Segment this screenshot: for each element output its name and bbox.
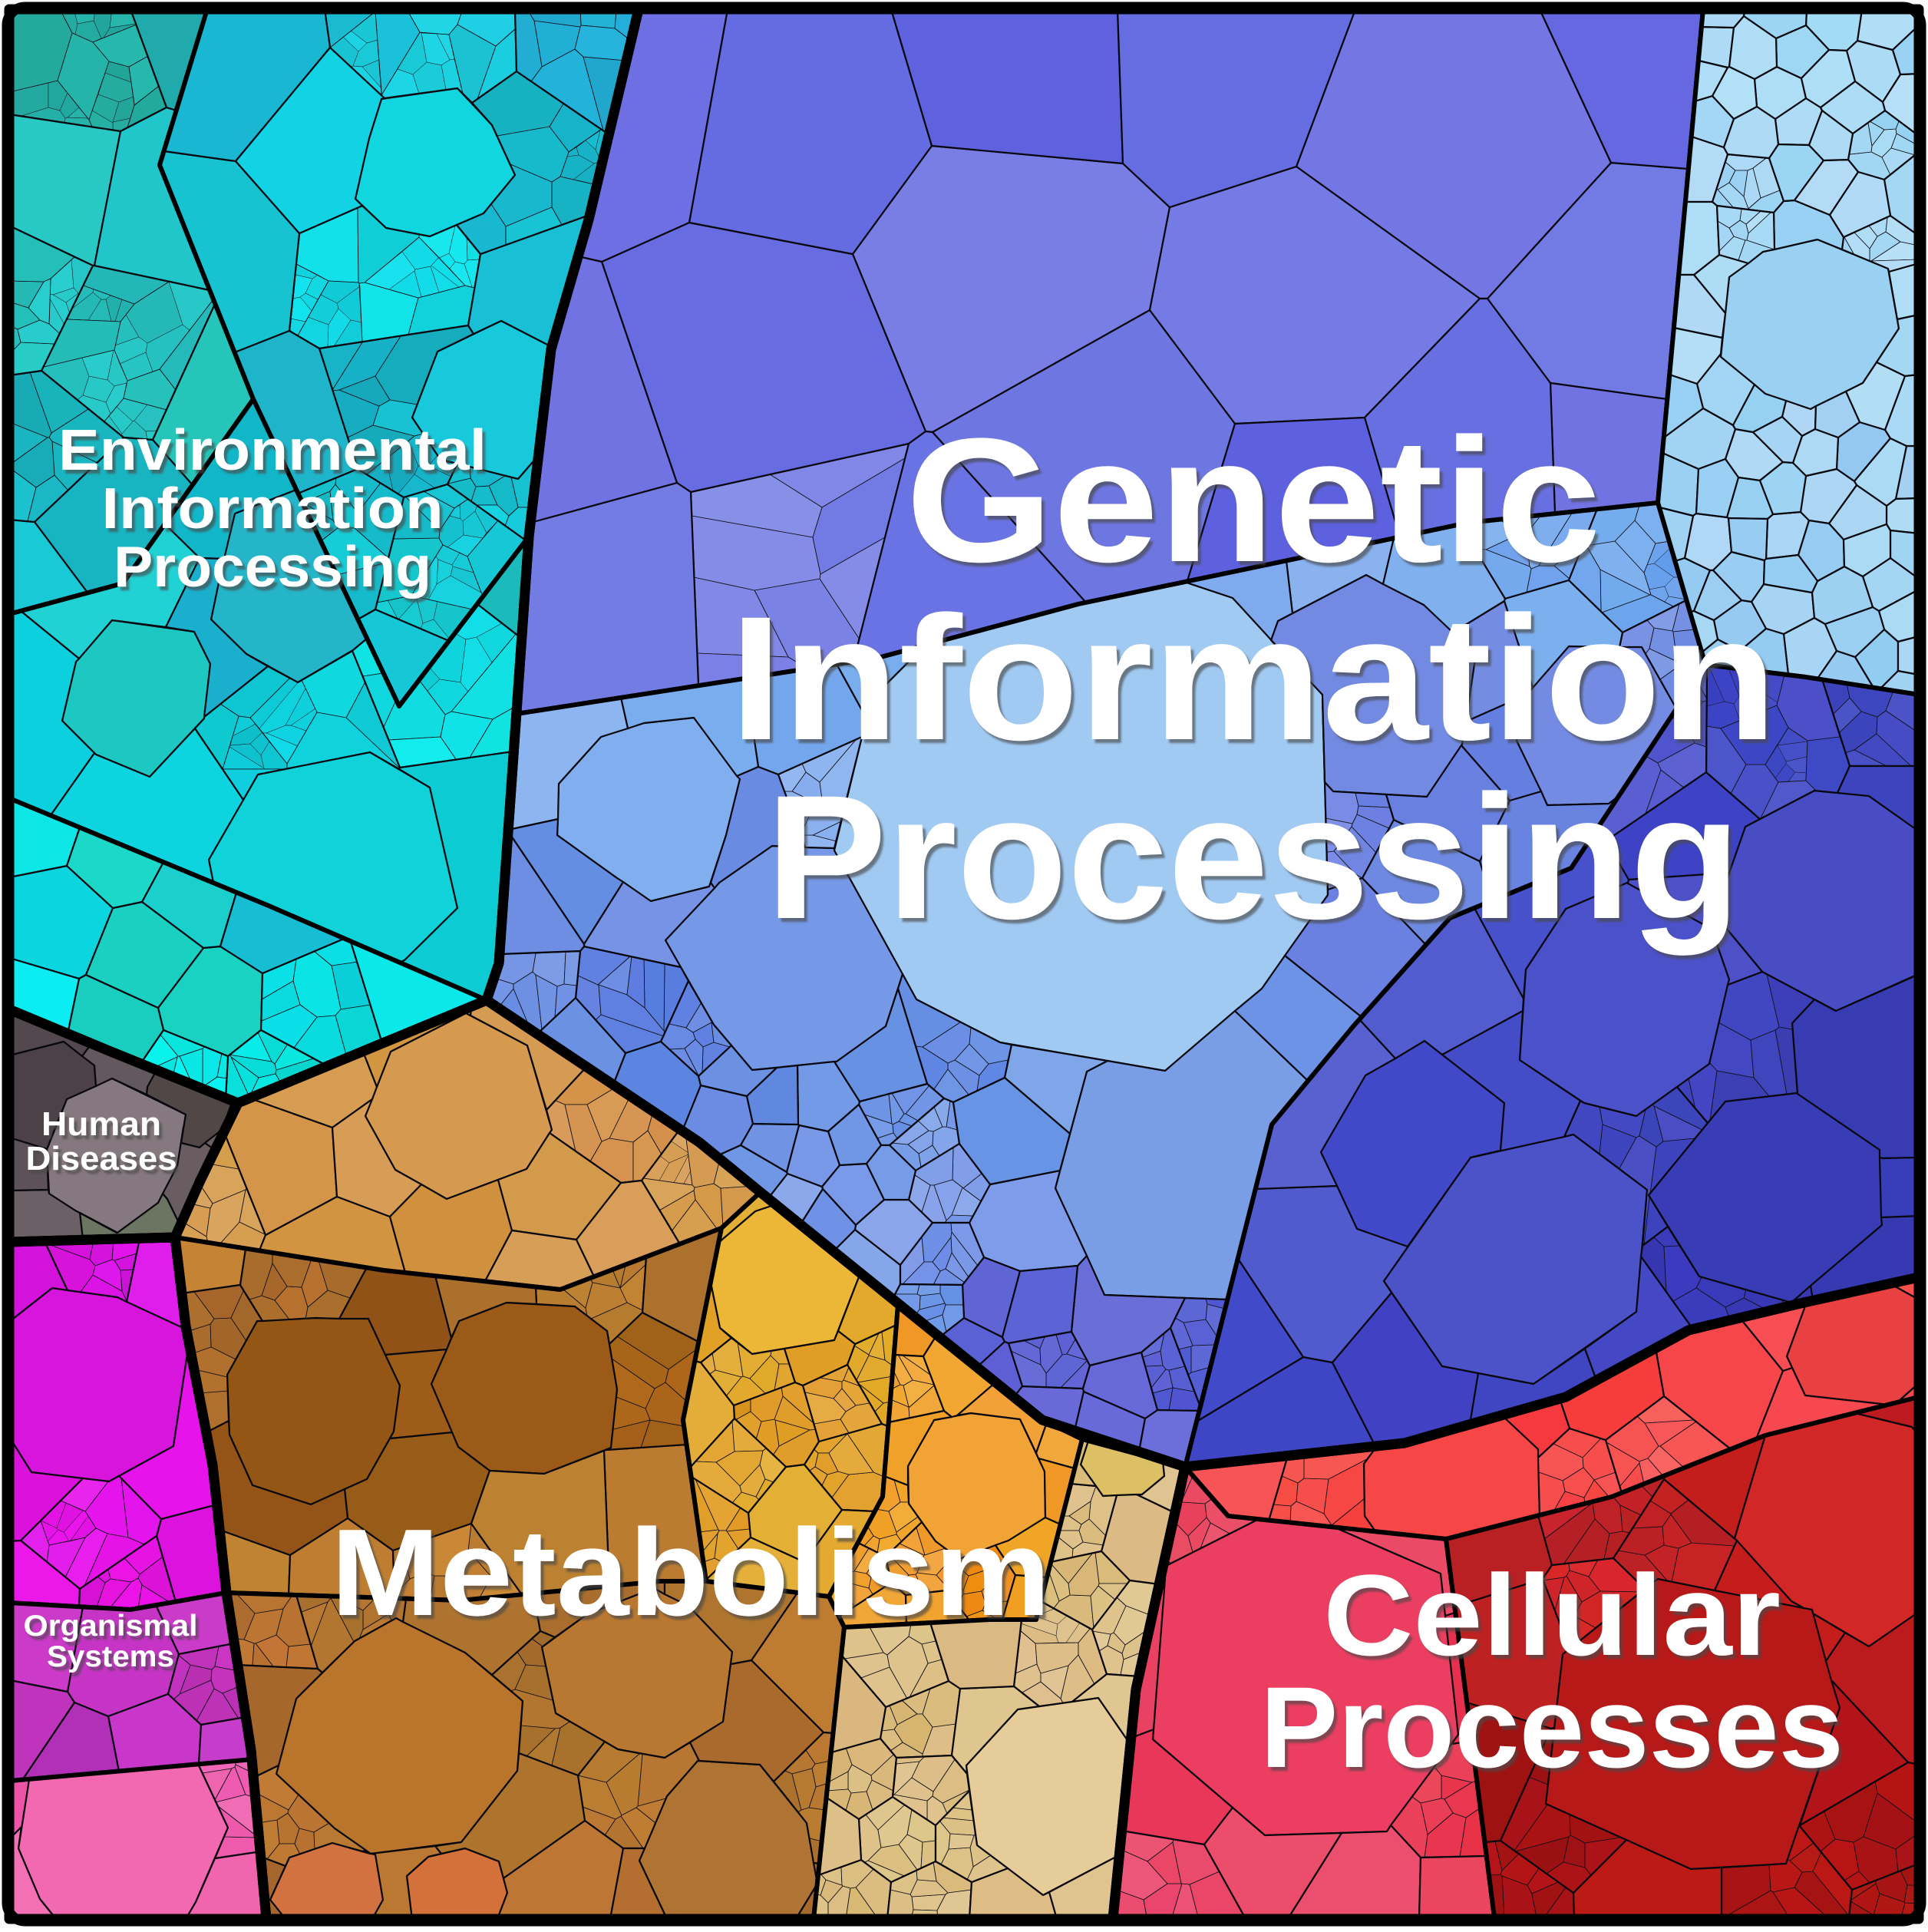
svg-text:Information: Information xyxy=(102,476,444,540)
svg-text:Organismal: Organismal xyxy=(24,1610,198,1643)
svg-text:Diseases: Diseases xyxy=(26,1140,177,1177)
svg-text:Human: Human xyxy=(41,1105,161,1143)
svg-text:Processing: Processing xyxy=(114,534,431,599)
svg-text:Genetic: Genetic xyxy=(906,401,1601,599)
svg-text:Information: Information xyxy=(730,580,1778,777)
svg-text:Processes: Processes xyxy=(1260,1663,1844,1792)
svg-text:Systems: Systems xyxy=(47,1640,174,1673)
svg-text:Metabolism: Metabolism xyxy=(331,1504,1051,1642)
svg-text:Environmental: Environmental xyxy=(58,418,487,482)
svg-text:Cellular: Cellular xyxy=(1323,1551,1781,1679)
svg-text:Processing: Processing xyxy=(766,758,1741,956)
